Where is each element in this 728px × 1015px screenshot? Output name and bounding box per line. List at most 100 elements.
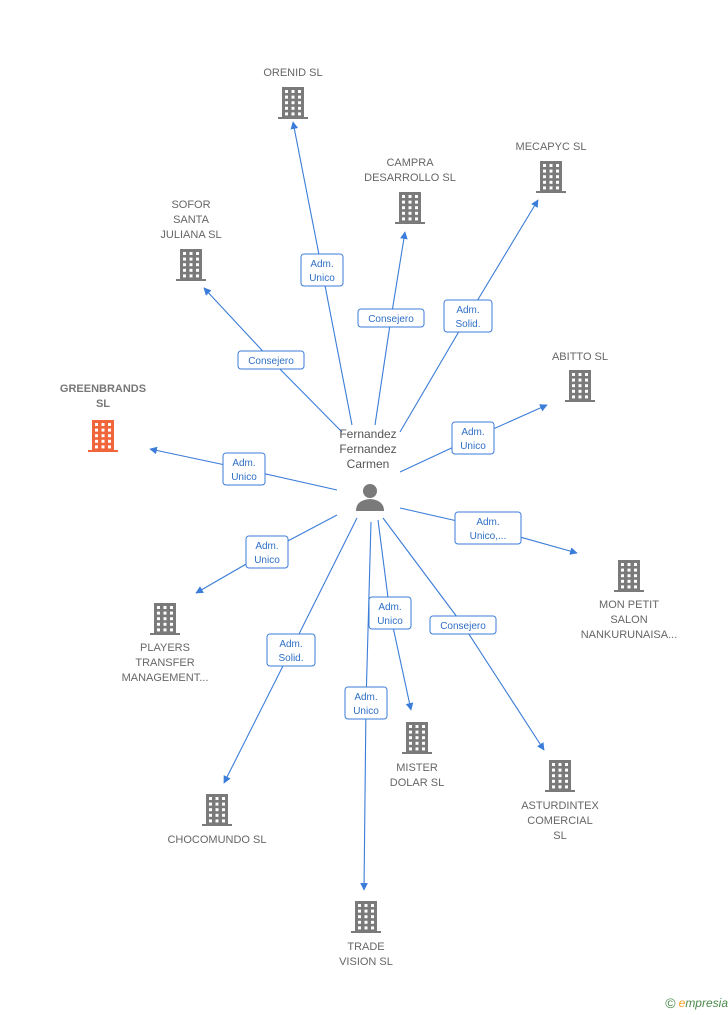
copyright-icon: © xyxy=(665,995,676,1011)
company-node-sofor[interactable]: SOFOR SANTA JULIANA SL xyxy=(160,199,222,281)
edge-role-label[interactable]: Adm. Solid. xyxy=(443,299,493,333)
building-icon xyxy=(536,161,566,193)
edge-abitto: Adm.Unico xyxy=(399,404,548,473)
company-name: PLAYERS xyxy=(140,642,190,654)
role-text: Consejero xyxy=(248,356,294,367)
company-name: SL xyxy=(553,830,566,842)
role-badge xyxy=(451,421,495,455)
building-icon xyxy=(88,420,118,452)
role-text: Adm. xyxy=(476,517,499,528)
company-name: ABITTO SL xyxy=(552,351,608,363)
footer-brand: © empresia xyxy=(665,995,728,1011)
role-text: Adm. xyxy=(279,639,302,650)
edge-trade: Adm. Unico xyxy=(344,521,388,891)
edge-sofor: Consejero xyxy=(203,287,343,433)
edge-role-label[interactable]: Adm. Solid. xyxy=(266,633,316,667)
edge-role-label[interactable]: Adm. Unico xyxy=(300,253,344,287)
brand-logo: empresia xyxy=(678,996,728,1010)
role-badge xyxy=(266,633,316,667)
role-badge xyxy=(429,615,497,635)
company-node-orenid[interactable]: ORENID SL xyxy=(263,67,323,119)
person-icon xyxy=(356,484,384,511)
company-name: COMERCIAL xyxy=(527,815,592,827)
company-node-monpetit[interactable]: MON PETITSALONNANKURUNAISA... xyxy=(581,560,678,641)
edge-orenid: Adm. Unico xyxy=(290,121,353,426)
building-icon xyxy=(278,87,308,119)
edge-campra: Consejero xyxy=(357,231,425,426)
edge-role-label[interactable]: Adm.Unico xyxy=(368,596,412,630)
role-text: Consejero xyxy=(440,621,486,632)
role-text: Solid. xyxy=(278,653,303,664)
company-name: CHOCOMUNDO SL xyxy=(167,834,266,846)
edges-layer: Adm.UnicoConsejeroAdm.Solid.ConsejeroAdm… xyxy=(149,121,578,891)
role-text: Solid. xyxy=(455,319,480,330)
company-name: DESARROLLO SL xyxy=(364,172,456,184)
role-badge xyxy=(357,308,425,328)
company-name: GREENBRANDS xyxy=(60,383,146,395)
role-text: Unico xyxy=(231,472,257,483)
role-badge xyxy=(245,535,289,569)
role-badge xyxy=(454,511,522,545)
role-text: Unico xyxy=(460,441,486,452)
role-badge xyxy=(222,452,266,486)
person-name-line: Fernandez xyxy=(339,427,396,441)
building-icon xyxy=(176,249,206,281)
edge-role-label[interactable]: Adm. Unico xyxy=(344,686,388,720)
edge-role-label[interactable]: Adm. Unico xyxy=(222,452,266,486)
company-node-players[interactable]: PLAYERSTRANSFERMANAGEMENT... xyxy=(122,603,209,684)
edge-role-label[interactable]: Consejero xyxy=(429,615,497,635)
role-text: Adm. xyxy=(232,458,255,469)
building-icon xyxy=(565,370,595,402)
role-badge xyxy=(300,253,344,287)
company-node-chocomundo[interactable]: CHOCOMUNDO SL xyxy=(167,794,267,846)
company-node-trade[interactable]: TRADE VISION SL xyxy=(339,901,393,968)
center-person[interactable]: Fernandez Fernandez Carmen xyxy=(339,427,397,511)
edge-chocomundo: Adm. Solid. xyxy=(223,517,358,784)
person-name-line: Fernandez xyxy=(339,442,396,456)
building-icon xyxy=(545,760,575,792)
building-icon xyxy=(150,603,180,635)
role-text: Adm. xyxy=(310,259,333,270)
company-node-mecapyc[interactable]: MECAPYC SL xyxy=(516,141,587,193)
building-icon xyxy=(402,722,432,754)
company-name: MECAPYC SL xyxy=(516,141,587,153)
role-text: Unico,... xyxy=(470,531,507,542)
company-node-greenbrands[interactable]: GREENBRANDS SL xyxy=(60,383,146,452)
role-text: Adm. xyxy=(378,602,401,613)
company-name: SALON xyxy=(610,614,647,626)
edge-line xyxy=(374,231,408,426)
edge-role-label[interactable]: Adm. Unico,... xyxy=(454,511,522,545)
company-name: MANAGEMENT... xyxy=(122,672,209,684)
role-badge xyxy=(344,686,388,720)
company-name: TRADE xyxy=(347,941,384,953)
company-name: VISION SL xyxy=(339,956,393,968)
edge-asturdintex: Consejero xyxy=(382,517,545,751)
company-name: MISTER xyxy=(396,762,438,774)
building-icon xyxy=(395,192,425,224)
edge-role-label[interactable]: Adm. Unico xyxy=(245,535,289,569)
edge-greenbrands: Adm. Unico xyxy=(149,446,338,491)
building-icon xyxy=(202,794,232,826)
company-name: SOFOR xyxy=(171,199,210,211)
role-text: Adm. xyxy=(354,692,377,703)
edge-monpetit: Adm. Unico,... xyxy=(399,507,578,555)
company-name: NANKURUNAISA... xyxy=(581,629,678,641)
role-text: Unico xyxy=(254,555,280,566)
role-text: Adm. xyxy=(456,305,479,316)
company-name: SL xyxy=(96,398,110,410)
role-text: Unico xyxy=(353,706,379,717)
person-name-line: Carmen xyxy=(347,457,390,471)
company-name: JULIANA SL xyxy=(160,229,221,241)
edge-role-label[interactable]: Consejero xyxy=(237,350,305,370)
edge-role-label[interactable]: Consejero xyxy=(357,308,425,328)
edge-role-label[interactable]: Adm.Unico xyxy=(451,421,495,455)
role-badge xyxy=(237,350,305,370)
company-name: SANTA xyxy=(173,214,210,226)
role-text: Unico xyxy=(309,273,335,284)
role-text: Adm. xyxy=(255,541,278,552)
company-node-abitto[interactable]: ABITTO SL xyxy=(552,351,608,402)
